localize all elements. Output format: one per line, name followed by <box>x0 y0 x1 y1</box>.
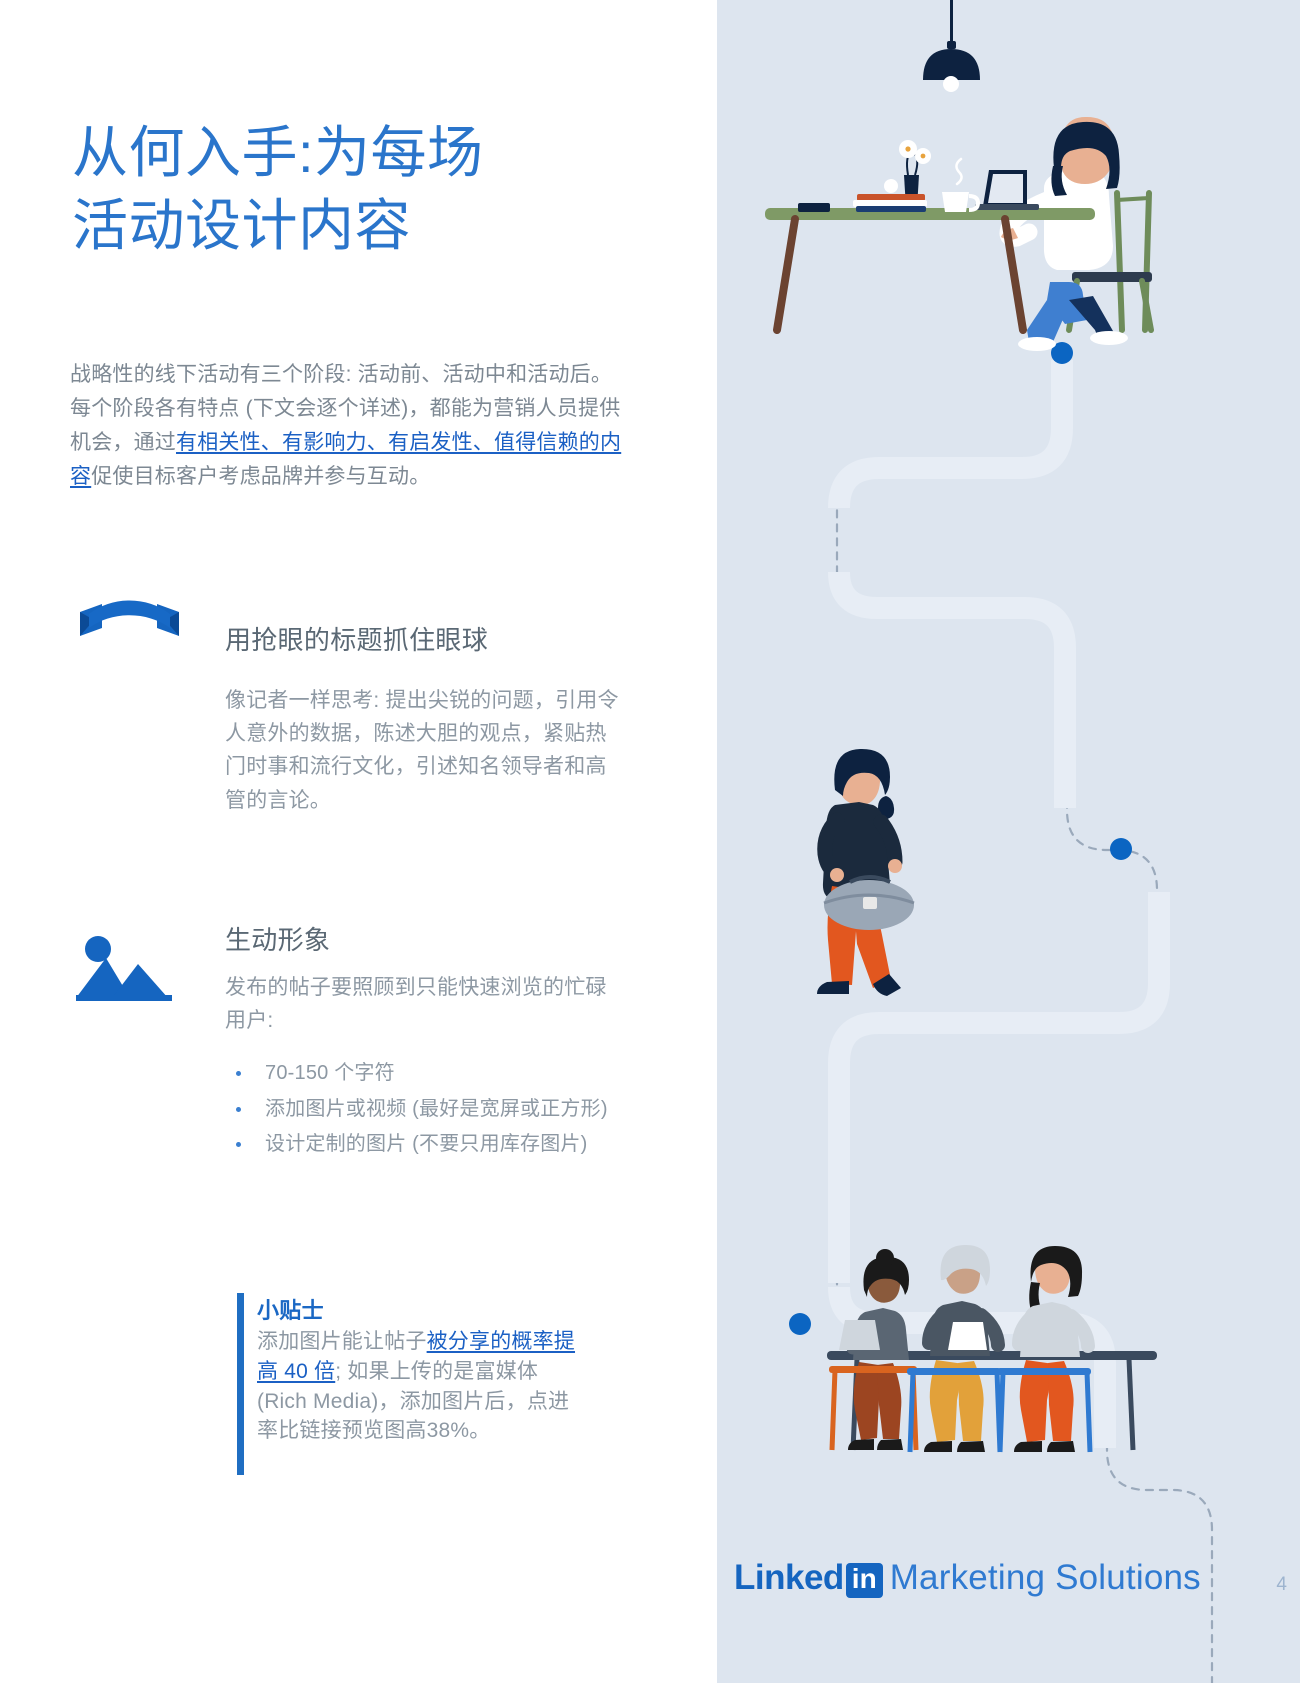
illustration-artwork <box>765 0 1214 1683</box>
logo-marketing-solutions-text: Marketing Solutions <box>889 1558 1201 1597</box>
laptops-on-table <box>839 1320 987 1350</box>
desk-objects <box>798 140 1039 212</box>
intro-text-part1: 战略性的线下活动有三个阶段: 活动前、活动中和活动后。每个阶段各有特点 (下文会… <box>70 363 621 455</box>
logo-linked-text: Linked <box>734 1558 844 1597</box>
list-item: 添加图片或视频 (最好是宽屏或正方形) <box>228 1092 688 1128</box>
path-glow-band <box>828 360 1170 1448</box>
pendant-lamp-icon <box>923 0 980 92</box>
intro-paragraph: 战略性的线下活动有三个阶段: 活动前、活动中和活动后。每个阶段各有特点 (下文会… <box>70 358 626 494</box>
section-1-heading: 用抢眼的标题抓住眼球 <box>225 624 489 655</box>
person-right <box>997 1246 1095 1453</box>
page-number: 4 <box>1276 1574 1287 1595</box>
three-people-at-table <box>827 1244 1157 1453</box>
section-1-body: 像记者一样思考: 提出尖锐的问题，引用令人意外的数据，陈述大胆的观点，紧贴热门时… <box>225 689 619 812</box>
tip-accent-bar <box>237 1293 244 1475</box>
tip-title: 小贴士 <box>257 1298 324 1323</box>
tip-callout: 小贴士 添加图片能让帖子被分享的概率提高 40 倍; 如果上传的是富媒体(Ric… <box>237 1293 587 1475</box>
list-item: 70-150 个字符 <box>228 1056 688 1092</box>
section-2-body: 发布的帖子要照顾到只能快速浏览的忙碌用户: <box>225 976 607 1033</box>
path-dot-1 <box>1051 342 1073 364</box>
tip-inline-link[interactable]: 被分享的概率提高 40 倍 <box>257 1330 576 1383</box>
logo-in-badge: in <box>845 1562 883 1598</box>
intro-inline-link[interactable]: 有相关性、有影响力、有启发性、值得信赖的内容 <box>70 431 622 489</box>
feature-bullet-list: 70-150 个字符 添加图片或视频 (最好是宽屏或正方形) 设计定制的图片 (… <box>228 1056 688 1163</box>
tip-body: 添加图片能让帖子被分享的概率提高 40 倍; 如果上传的是富媒体(Rich Me… <box>257 1327 587 1446</box>
image-mountain-icon <box>76 932 180 1004</box>
tip-text-part1: 添加图片能让帖子 <box>257 1330 427 1353</box>
content-column: 从何入手:为每场 活动设计内容 战略性的线下活动有三个阶段: 活动前、活动中和活… <box>70 120 688 1475</box>
section-2-heading: 生动形象 <box>225 924 331 955</box>
list-item: 设计定制的图片 (不要只用库存图片) <box>228 1127 688 1163</box>
path-dot-3 <box>789 1313 811 1335</box>
ribbon-banner-icon <box>72 598 187 658</box>
desk <box>765 208 1095 334</box>
page-title: 从何入手:为每场 活动设计内容 <box>72 120 484 258</box>
intro-text-part2: 促使目标客户考虑品牌并参与互动。 <box>91 465 431 489</box>
person-walking-with-bag <box>817 748 915 996</box>
path-dot-2 <box>1110 838 1132 860</box>
tip-text-part2: ; 如果上传的是富媒体(Rich Media)，添加图片后，点进率比链接预览图高… <box>257 1359 570 1443</box>
